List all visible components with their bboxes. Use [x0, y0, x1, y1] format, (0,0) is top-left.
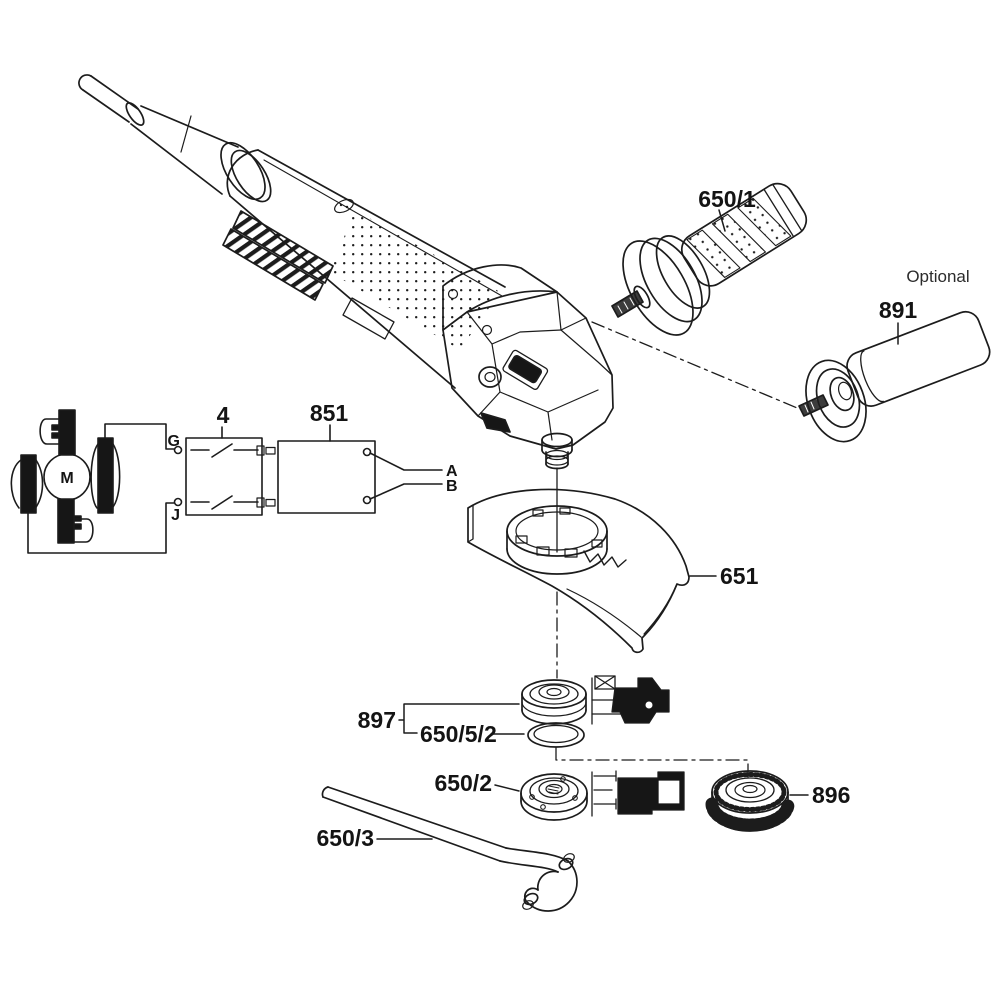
label-flange-set: 897: [358, 707, 396, 733]
label-switch-unit: 4: [217, 402, 230, 428]
label-lead-b: B: [446, 478, 458, 495]
assembly-axis-lines: [555, 321, 803, 780]
o-ring: [527, 722, 585, 748]
flange-mounting-icon: [591, 675, 670, 725]
motor-circuit-schematic: [10, 409, 183, 554]
label-optional-handle: 891: [879, 297, 918, 323]
label-terminal-g: G: [168, 433, 180, 450]
label-side-handle: 650/1: [698, 186, 756, 212]
label-motor: M: [60, 470, 73, 487]
side-handle: [611, 182, 808, 336]
gear-housing: [442, 264, 614, 470]
switch-unit: [185, 426, 276, 516]
label-wheel-guard: 651: [720, 563, 759, 589]
electronic-module: [277, 424, 443, 514]
nut-mounting-icon: [591, 770, 685, 817]
motor-housing: [222, 149, 506, 389]
leader-lines: [376, 209, 899, 840]
label-clamping-nut: 650/2: [434, 770, 492, 796]
power-cord: [78, 74, 272, 203]
backing-flange: [521, 679, 587, 725]
label-pin-wrench: 650/3: [316, 825, 374, 851]
clamping-nut: [520, 773, 588, 821]
quick-clamping-nut: [705, 770, 795, 832]
label-quick-clamping-nut: 896: [812, 782, 850, 808]
pin-wrench: [321, 786, 578, 912]
wheel-guard: [467, 488, 690, 654]
label-optional-note: Optional: [906, 267, 969, 286]
label-electronic-module: 851: [310, 400, 349, 426]
label-lead-a: A: [446, 463, 458, 480]
label-terminal-j: J: [171, 507, 180, 524]
label-o-ring: 650/5/2: [420, 721, 497, 747]
optional-side-handle: [798, 310, 991, 443]
